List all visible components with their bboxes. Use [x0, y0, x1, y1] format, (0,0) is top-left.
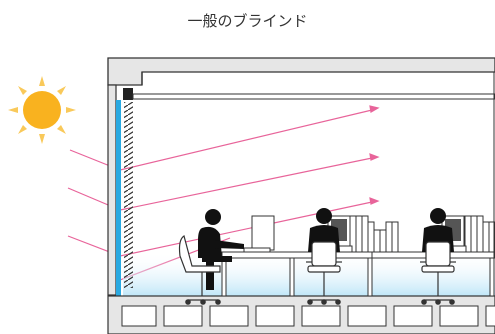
sun-icon: [8, 76, 76, 144]
office-chair-icon: [420, 241, 456, 305]
person-icon: [198, 209, 244, 290]
blind-head-box: [123, 88, 133, 100]
binder-icon: [349, 215, 495, 253]
ceiling-rail: [132, 93, 495, 100]
office-chair-icon: [306, 241, 342, 305]
office-chair-icon: [178, 235, 221, 305]
ceiling-slab: [107, 57, 495, 86]
window-glass: [116, 100, 121, 296]
diagram-title: 一般のブラインド: [187, 12, 308, 30]
exterior-wall: [107, 84, 117, 296]
floor-slab: [107, 295, 495, 334]
venetian-blind: [124, 102, 133, 288]
